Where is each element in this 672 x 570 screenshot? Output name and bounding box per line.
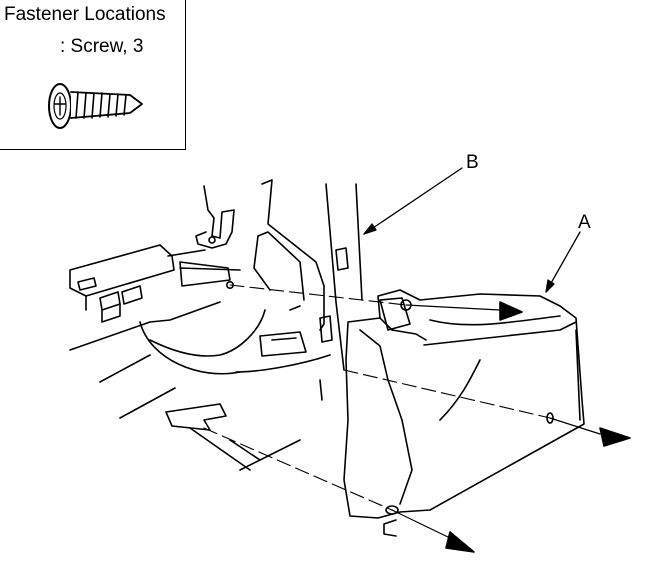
floor-clip (165, 331, 323, 471)
arrow-head-upper (499, 301, 523, 321)
callout-label-a: A (578, 212, 591, 233)
kick-panel (343, 289, 585, 537)
pillar-panel (253, 179, 363, 371)
arrow-head-lower (445, 531, 475, 553)
legend-fastener-type: : Screw, 3 (60, 36, 144, 57)
alignment-lines (203, 284, 551, 511)
screw-icon (48, 83, 143, 129)
fastener-arrows (391, 301, 631, 553)
legend-title: Fastener Locations (4, 4, 166, 25)
callout-leaders (363, 167, 581, 293)
arrow-lower-fastener (391, 509, 451, 539)
arrow-head-middle (599, 427, 631, 447)
leader-b (363, 167, 463, 235)
upper-bracket (179, 185, 235, 289)
floor-console-outline (69, 244, 331, 419)
arrow-upper-fastener (405, 304, 501, 311)
callout-label-b: B (466, 152, 479, 173)
fastener-legend: Fastener Locations : Screw, 3 (0, 0, 186, 150)
arrow-middle-fastener (549, 417, 601, 435)
